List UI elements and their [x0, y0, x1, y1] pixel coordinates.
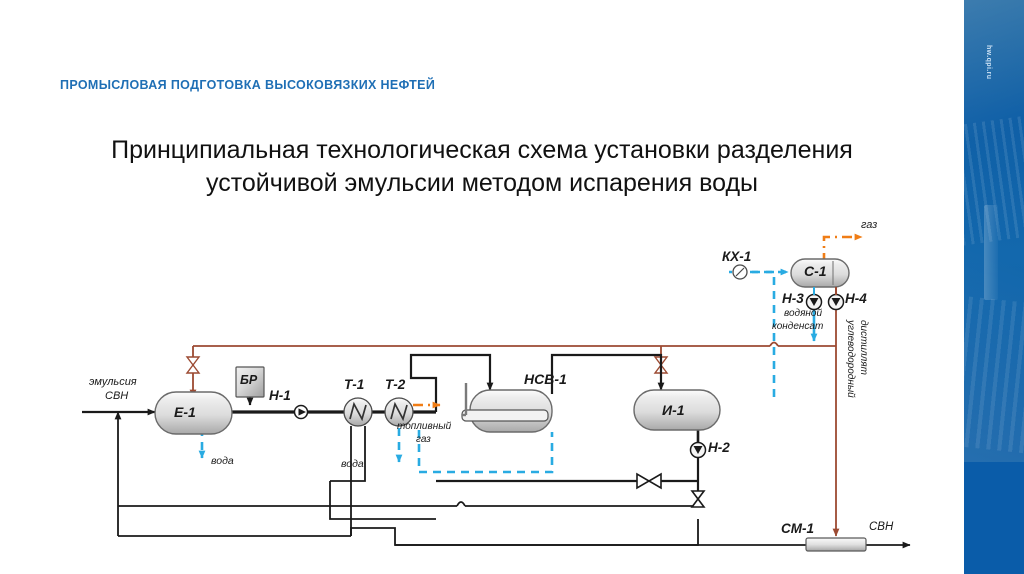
heat-exchanger-t1-shape — [343, 397, 373, 427]
mixer-cm1-shape — [805, 537, 867, 552]
label-water-cond-line2: конденсат — [772, 321, 824, 332]
valve-control-h2-outlet — [690, 490, 706, 508]
label-h2: Н-2 — [708, 440, 730, 455]
page-kicker: ПРОМЫСЛОВАЯ ПОДГОТОВКА ВЫСОКОВЯЗКИХ НЕФТ… — [60, 78, 436, 92]
page-title: Принципиальная технологическая схема уст… — [62, 134, 902, 200]
line-bottom-to-recycle — [350, 519, 699, 546]
sidebar-photo-texture — [964, 0, 1024, 462]
heat-exchanger-t2-shape — [384, 397, 414, 427]
sidebar-decoration: hw.qpi.ru — [960, 0, 1024, 574]
label-fuel-gas-line1: топливный — [397, 421, 452, 432]
label-svn-out: СВН — [869, 521, 894, 533]
line-hop-1 — [456, 501, 466, 507]
air-cooler-kx1-shape — [732, 264, 748, 280]
valve-brown-e1 — [185, 356, 201, 374]
line-t1-leg-b2 — [329, 481, 436, 520]
pump-h2-shape — [689, 441, 707, 459]
sidebar-bottom-band — [964, 462, 1024, 574]
watermark-text: hw.qpi.ru — [985, 45, 992, 80]
label-br: БР — [240, 373, 258, 387]
pump-h3-shape — [805, 293, 823, 311]
label-h4: Н-4 — [845, 291, 867, 306]
label-hcb1: НСВ-1 — [524, 371, 567, 387]
label-feed-line1: эмульсия — [89, 376, 137, 388]
label-t2: Т-2 — [385, 377, 406, 392]
label-i1: И-1 — [662, 402, 685, 418]
label-feed-line2: СВН — [105, 390, 129, 402]
line-hcb1-to-i1 — [550, 353, 665, 394]
brown-header-line — [193, 341, 836, 347]
label-water-e1: вода — [211, 455, 234, 467]
label-h3: Н-3 — [782, 291, 804, 306]
label-e1: Е-1 — [174, 404, 196, 420]
line-t2-to-hcb1 — [409, 353, 494, 412]
water-vapour-loop-hcb1 — [417, 430, 554, 474]
vessel-c1-shape — [790, 258, 850, 288]
vessel-e1-shape — [154, 391, 233, 435]
label-h1: Н-1 — [269, 388, 291, 403]
label-kx1: КХ-1 — [722, 249, 752, 264]
vessel-i1-shape — [633, 389, 721, 431]
page-title-line-2: устойчивой эмульсии методом испарения во… — [205, 169, 758, 197]
page-title-line-1: Принципиальная технологическая схема уст… — [111, 136, 853, 164]
label-gas-out: газ — [861, 219, 878, 231]
label-hc-dist-line1: углеводородный — [845, 320, 856, 398]
sidebar-white-edge — [960, 0, 964, 574]
label-fuel-gas-line2: газ — [416, 434, 431, 445]
label-cm1: СМ-1 — [781, 521, 814, 536]
label-c1: С-1 — [804, 263, 827, 279]
label-water-cond-line1: водяной — [784, 308, 823, 319]
label-hc-dist-line2: дистиллят — [858, 320, 869, 375]
reagent-block-br-shape — [235, 366, 265, 398]
valve-gate-h2 — [636, 472, 662, 490]
label-water-t2: вода — [341, 458, 364, 470]
fired-heater-hcb1-shape — [461, 383, 553, 433]
label-t1: Т-1 — [344, 377, 365, 392]
pump-h1-shape — [293, 404, 309, 420]
line-t1-leg-b — [330, 426, 366, 482]
sidebar-column-highlight — [984, 205, 998, 300]
pump-h4-shape — [827, 293, 845, 311]
